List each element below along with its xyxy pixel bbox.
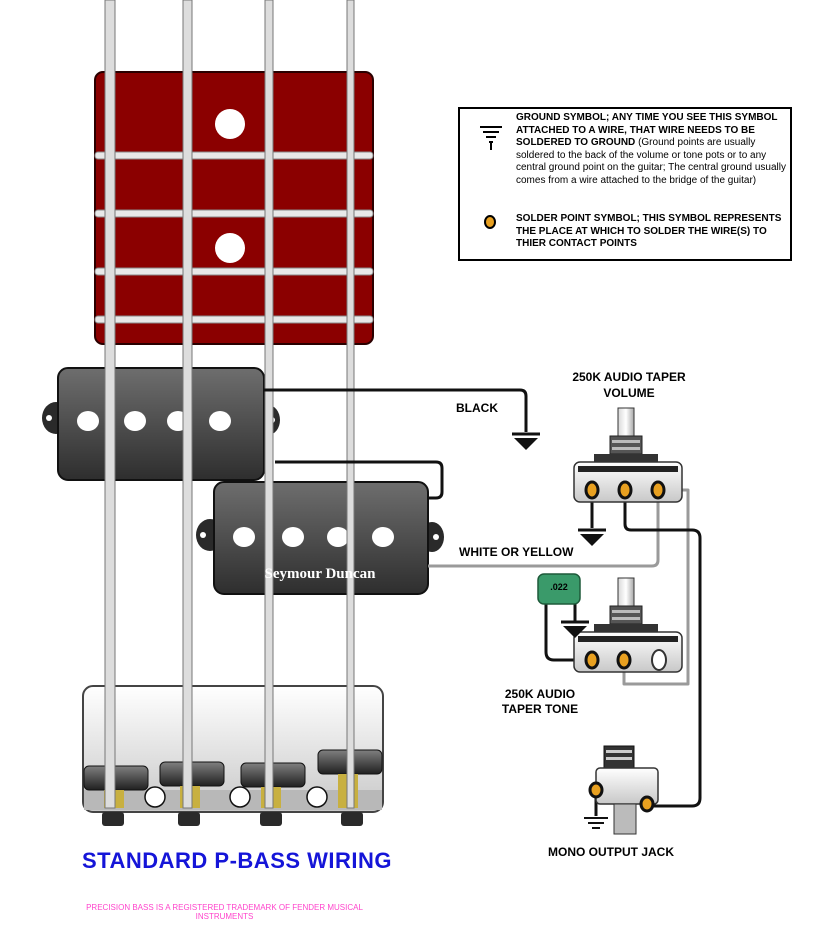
ground-symbol-description: GROUND SYMBOL; ANY TIME YOU SEE THIS SYM… (516, 112, 788, 187)
pickup-brand-label: Seymour Duncan (264, 566, 376, 582)
solder-point (584, 480, 600, 500)
output-jack-label: MONO OUTPUT JACK (548, 845, 674, 859)
capacitor (537, 573, 581, 605)
legend-box: GROUND SYMBOL; ANY TIME YOU SEE THIS SYM… (458, 107, 792, 261)
ground-symbol-volume (578, 528, 606, 546)
solder-point-description: SOLDER POINT SYMBOL; THIS SYMBOL REPRESE… (516, 213, 782, 249)
fret-wires (94, 151, 374, 324)
black-wire-label: BLACK (456, 401, 498, 415)
solder-point (616, 650, 632, 670)
ground-symbol-black-wire (512, 432, 540, 450)
tone-label-line2: TAPER TONE (501, 702, 579, 716)
ground-icon (480, 126, 502, 150)
wiper-to-jack-wire (623, 490, 702, 808)
trademark-notice: PRECISION BASS IS A REGISTERED TRADEMARK… (86, 903, 363, 921)
volume-label-line2: VOLUME (603, 386, 655, 400)
capacitor-label: .022 (550, 582, 568, 592)
ground-symbol-bold-text: GROUND SYMBOL; ANY TIME YOU SEE THIS SYM… (516, 112, 778, 148)
solder-point (584, 650, 600, 670)
volume-pot-label: 250K AUDIO TAPER VOLUME (554, 369, 704, 401)
page-title: STANDARD P-BASS WIRING (82, 848, 393, 873)
tone-pot-label: 250K AUDIO TAPER TONE (484, 687, 596, 717)
capacitor-lead-wire (544, 604, 592, 662)
ground-symbol-note: (Ground points are usually soldered to t… (516, 137, 786, 186)
ground-symbol-jack (584, 817, 608, 829)
black-wire (264, 388, 528, 432)
solder-points (584, 480, 666, 813)
pickup-upper-half (42, 367, 280, 481)
solder-point (650, 480, 666, 500)
solder-point (588, 781, 604, 799)
ground-symbol-tone (561, 620, 589, 638)
output-jack (595, 745, 659, 835)
bridge-screws (144, 786, 328, 808)
bass-strings (104, 0, 355, 809)
white-wire-label: WHITE OR YELLOW (459, 545, 574, 559)
bridge (82, 685, 384, 826)
volume-label-line1: 250K AUDIO TAPER (572, 370, 686, 384)
fret-marker-dot (215, 233, 245, 263)
wires (264, 388, 702, 816)
bridge-mount-tabs (102, 812, 363, 826)
solder-point (639, 795, 655, 813)
fret-marker-dot (215, 109, 245, 139)
solder-point (617, 480, 633, 500)
white-or-yellow-wire (428, 490, 660, 568)
solder-point-icon (484, 215, 496, 229)
tone-label-line1: 250K AUDIO (504, 687, 576, 701)
pickup-link-wire (275, 460, 444, 500)
fretboard (94, 71, 374, 345)
ground-symbols (512, 432, 608, 829)
